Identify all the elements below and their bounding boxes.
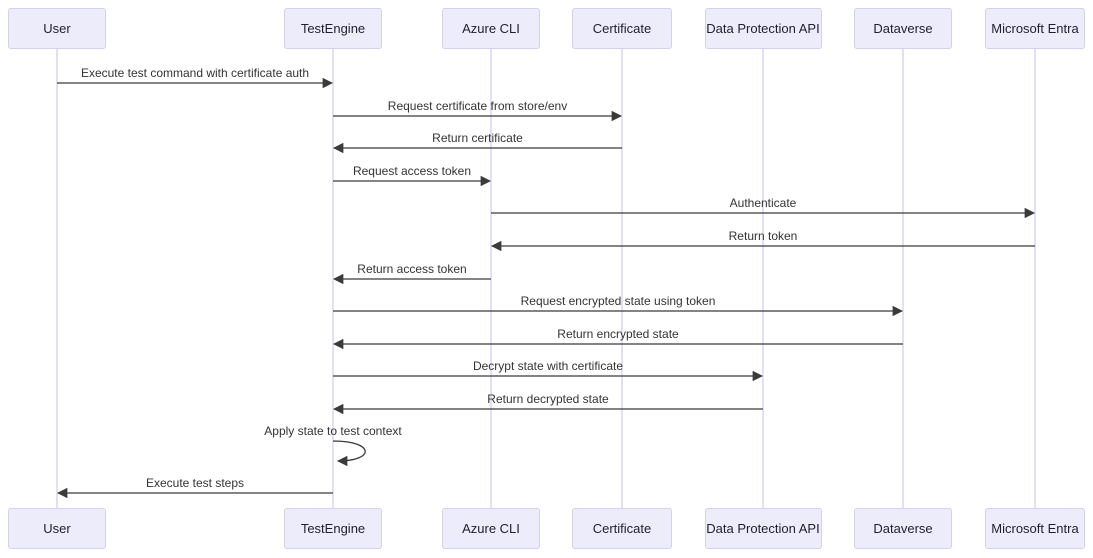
participant-label: Azure CLI xyxy=(462,521,520,536)
participant-label: TestEngine xyxy=(300,21,366,36)
participant-box-bottom-data-protection-api: Data Protection API xyxy=(704,508,822,549)
participant-box-bottom-testengine: TestEngine xyxy=(284,508,382,549)
message-label-6: Return access token xyxy=(357,262,467,276)
participant-box-top-azure-cli: Azure CLI xyxy=(442,8,540,49)
participant-label: TestEngine xyxy=(300,521,366,536)
participant-box-bottom-certificate: Certificate xyxy=(572,508,672,549)
participant-label: User xyxy=(43,21,71,36)
message-label-2: Return certificate xyxy=(432,131,523,145)
participant-box-top-user: User xyxy=(8,8,106,49)
participant-label: User xyxy=(43,521,71,536)
message-arrows-group xyxy=(56,77,1036,499)
message-label-8: Return encrypted state xyxy=(557,327,679,341)
message-label-3: Request access token xyxy=(352,164,472,178)
participant-box-bottom-user: User xyxy=(8,508,106,549)
participant-box-bottom-azure-cli: Azure CLI xyxy=(442,508,540,549)
participant-label: Data Protection API xyxy=(706,21,820,36)
message-label-4: Authenticate xyxy=(729,196,797,210)
participant-box-bottom-microsoft-entra: Microsoft Entra xyxy=(985,508,1085,549)
participant-label: Azure CLI xyxy=(462,21,520,36)
participant-label: Dataverse xyxy=(873,521,933,536)
participant-box-bottom-dataverse: Dataverse xyxy=(854,508,952,549)
participant-label: Certificate xyxy=(592,521,652,536)
message-label-9: Decrypt state with certificate xyxy=(472,359,624,373)
participant-box-top-certificate: Certificate xyxy=(572,8,672,49)
participant-label: Dataverse xyxy=(873,21,933,36)
participant-label: Microsoft Entra xyxy=(991,21,1079,36)
participant-label: Data Protection API xyxy=(706,521,820,536)
lifelines-group xyxy=(56,49,1036,508)
message-label-1: Request certificate from store/env xyxy=(387,99,568,113)
message-label-12: Execute test steps xyxy=(145,476,245,490)
message-label-11: Apply state to test context xyxy=(264,424,402,438)
participant-box-top-dataverse: Dataverse xyxy=(854,8,952,49)
message-label-5: Return token xyxy=(728,229,798,243)
message-label-0: Execute test command with certificate au… xyxy=(80,66,310,80)
message-label-7: Request encrypted state using token xyxy=(520,294,716,308)
self-message-arrow-11 xyxy=(332,440,366,467)
participant-label: Certificate xyxy=(592,21,652,36)
participant-box-top-data-protection-api: Data Protection API xyxy=(704,8,822,49)
message-label-10: Return decrypted state xyxy=(487,392,609,406)
participant-label: Microsoft Entra xyxy=(991,521,1079,536)
participant-box-top-microsoft-entra: Microsoft Entra xyxy=(985,8,1085,49)
participant-box-top-testengine: TestEngine xyxy=(284,8,382,49)
